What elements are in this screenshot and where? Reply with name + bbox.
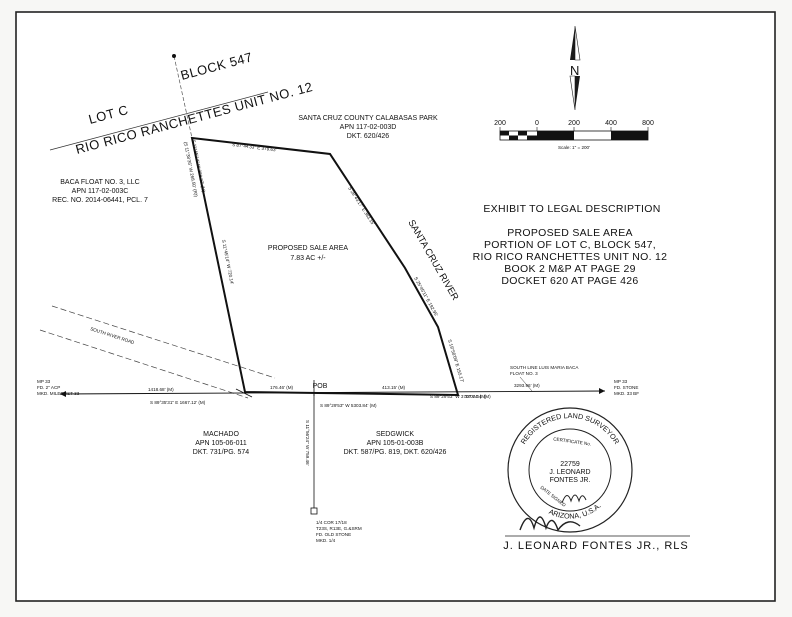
distance-label: 1418.68' (M) [148,387,174,392]
adjoining-parcel-baca: BACA FLOAT NO. 3, LLC APN 117-02-003C RE… [52,179,148,204]
tie-line [173,55,193,139]
adjoining-parcel-machado: MACHADO APN 105-06-011 DKT. 731/PG. 574 [193,431,250,456]
seal-outer-ring [507,407,633,533]
south-line-label: FLOAT NO. 3 [510,371,538,376]
machado-dkt: DKT. 731/PG. 574 [193,449,250,456]
south-line-note: SOUTH LINE LUIS MARIA BACA FLOAT NO. 3 [510,365,579,392]
north-arrow-icon: N [569,25,581,111]
bearing-label: S 11°56'24" W 759.46' [305,420,310,466]
milepost-label: MP 33 [37,379,51,384]
seal-name-2: FONTES JR. [550,477,591,484]
scale-tick-label: 800 [642,120,654,127]
seal-initials-scribble [561,494,587,504]
milepost-right: MP 33 FD. STONE MKD. 33 BF [614,379,639,396]
baca-rec: REC. NO. 2014-06441, PCL. 7 [52,197,148,204]
sale-area-label: PROPOSED SALE AREA 7.83 AC +/- [268,245,348,262]
page-border [15,11,776,602]
corner-label: T23S, R13E, G.&SRM [316,526,362,531]
sale-area-title: PROPOSED SALE AREA [268,245,348,252]
exhibit-line: PORTION OF LOT C, BLOCK 547, [484,239,656,251]
north-label: N [570,63,580,78]
baca-name: BACA FLOAT NO. 3, LLC [60,179,140,186]
corner-label: 1/4 COR 17/18 [316,520,347,525]
park-apn: APN 117-02-003D [340,124,397,131]
bearing-label: S 89°29'53" W 5303.84' (M) [320,403,377,408]
sedgwick-apn: APN 105-01-003B [367,440,424,447]
seal-cert-text: CERTIFICATE No. [553,436,591,446]
milepost-label: MKD. 33 BF [614,391,639,396]
corner-note: 1/4 COR 17/18 T23S, R13E, G.&SRM FD. OLD… [316,520,362,543]
scale-tick-label: 400 [605,120,617,127]
sedgwick-name: SEDGWICK [376,431,414,438]
exhibit-line: DOCKET 620 AT PAGE 426 [501,275,638,287]
distance-label: 413.15' (M) [382,385,406,390]
quarter-section-line: S 11°56'24" W 759.46' [305,394,318,515]
milepost-label: MKD. MILEPOST 33 [37,391,80,396]
milepost-left: MP 33 FD. 2" ACP MKD. MILEPOST 33 [37,379,80,396]
bearing-label: S 89°35'31" E 1667.12' (M) [150,400,206,405]
signature-scribble [519,516,581,532]
arrow-left-icon [60,391,66,397]
exhibit-title-block: EXHIBIT TO LEGAL DESCRIPTION PROPOSED SA… [473,203,668,287]
milepost-label: FD. STONE [614,385,638,390]
machado-apn: APN 105-06-011 [195,440,247,447]
sedgwick-dkt: DKT. 587/PG. 819, DKT. 620/426 [344,449,447,456]
adjoining-parcel-sedgwick: SEDGWICK APN 105-01-003B DKT. 587/PG. 81… [344,431,447,456]
arrow-right-icon [599,388,605,394]
park-name: SANTA CRUZ COUNTY CALABASAS PARK [298,115,438,122]
baca-apn: APN 117-02-003C [72,188,129,195]
sale-area-boundary [190,136,460,397]
scale-tick-label: 200 [494,120,506,127]
corner-monument-icon [310,507,318,515]
pob-label: POB [313,383,328,390]
milepost-label: MP 33 [614,379,628,384]
survey-monument-icon [172,54,176,58]
milepost-label: FD. 2" ACP [37,385,60,390]
scale-tick-label: 0 [535,120,539,127]
park-dkt: DKT. 620/426 [347,133,390,140]
corner-label: FD. OLD STONE [316,532,351,537]
machado-name: MACHADO [203,431,239,438]
distance-label: 176.46' (M) [270,385,294,390]
bearing-label: S 87°44'33" E 379.63' [232,142,277,152]
exhibit-line: BOOK 2 M&P AT PAGE 29 [504,263,636,275]
adjoining-parcel-park: SANTA CRUZ COUNTY CALABASAS PARK APN 117… [298,115,438,140]
exhibit-line: RIO RICO RANCHETTES UNIT NO. 12 [473,251,668,263]
bearing-label: S 89°29'53" W 3707.54' (M) [430,394,487,399]
corner-label: MKD. 1/4 [316,538,336,543]
south-line-label: SOUTH LINE LUIS MARIA BACA [510,365,579,370]
scale-tick-label: 200 [568,120,580,127]
seal-number: 22759 [560,461,580,468]
surveyor-signature-name: J. LEONARD FONTES JR., RLS [503,540,689,552]
scale-bar: 200 0 200 400 800 Scale: 1" = 200' [494,120,654,150]
exhibit-title: EXHIBIT TO LEGAL DESCRIPTION [483,203,660,215]
sale-area-acres: 7.83 AC +/- [290,255,326,262]
seal-inner-ring [528,428,612,512]
seal-name-1: J. LEONARD [549,469,590,476]
distance-label: 3707.54' (M) [465,394,491,399]
scale-label: Scale: 1" = 200' [558,145,590,150]
section-line [59,380,606,398]
exhibit-line: PROPOSED SALE AREA [507,227,633,239]
lot-line [49,91,269,151]
